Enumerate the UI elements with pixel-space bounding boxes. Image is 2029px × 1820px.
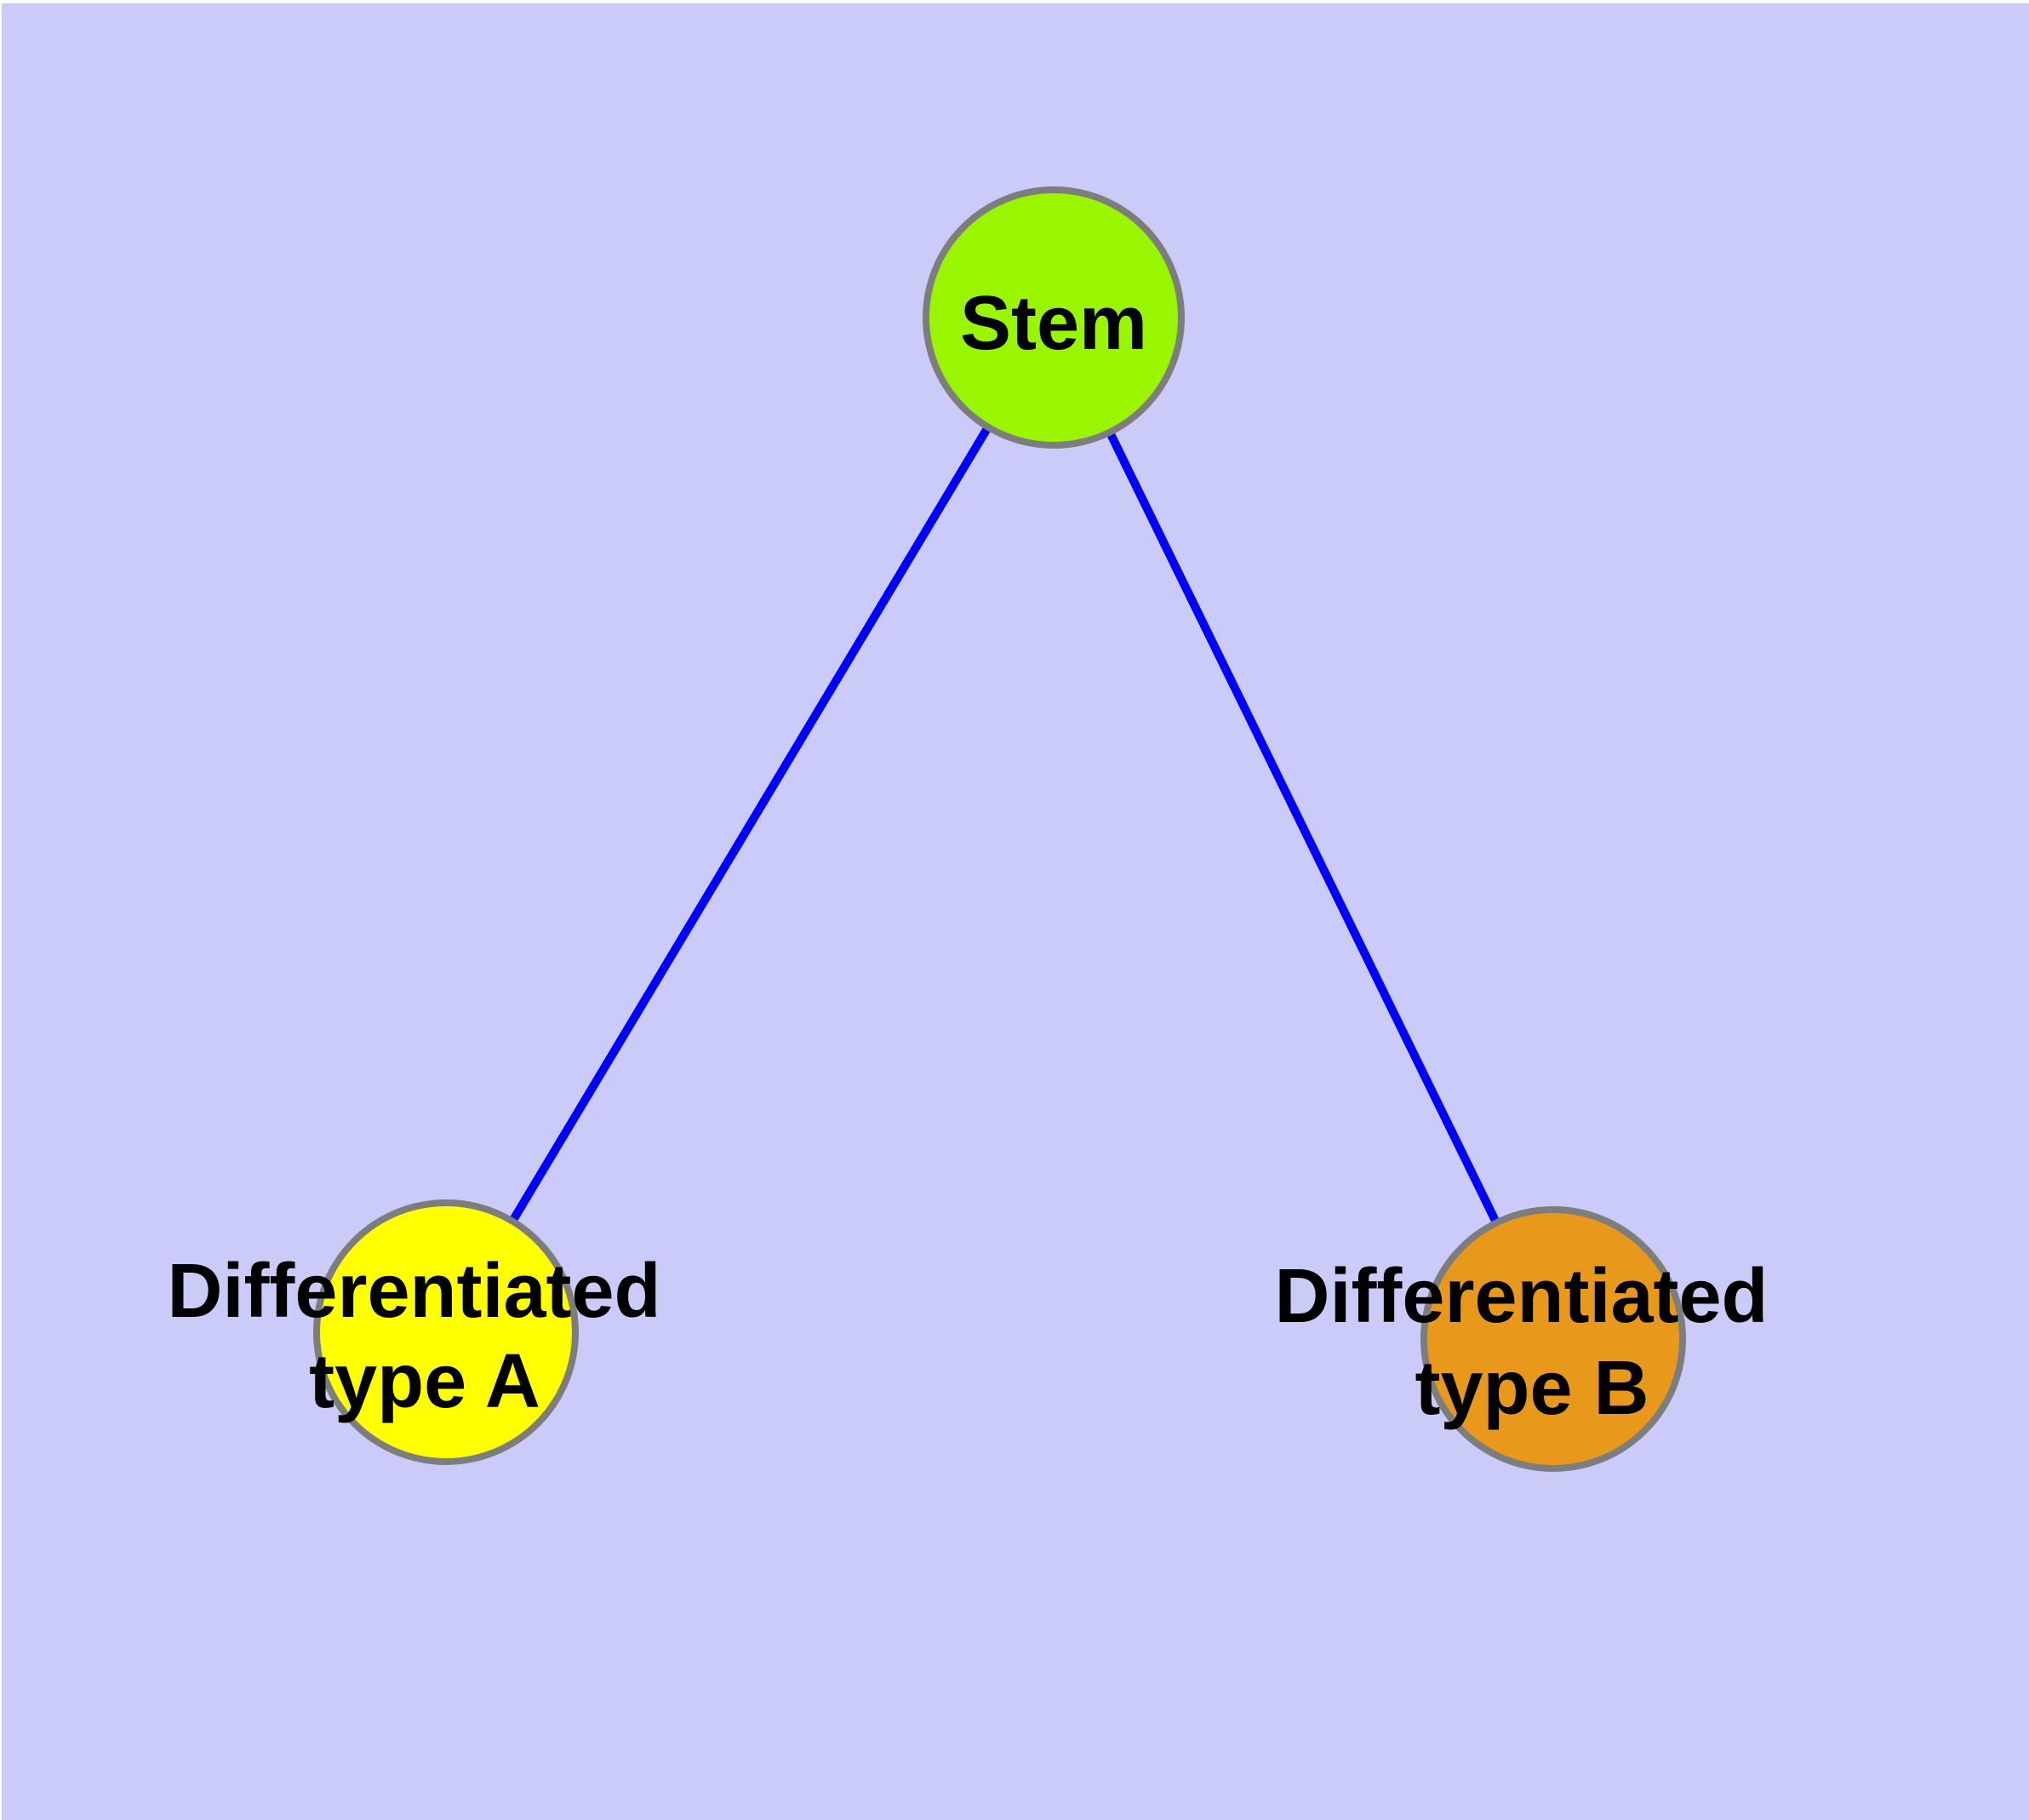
node-type-a-label: Differentiated type A bbox=[167, 1249, 682, 1424]
node-stem bbox=[923, 186, 1185, 449]
left-margin-strip bbox=[0, 0, 2, 1820]
edge-stem-to-type-a bbox=[442, 315, 1058, 1335]
node-type-b-label-line2: type B bbox=[1415, 1346, 1649, 1431]
node-type-a-label-line2: type A bbox=[309, 1339, 540, 1424]
node-stem-label: Stem bbox=[960, 281, 1147, 366]
node-type-b-label: Differentiated type B bbox=[1274, 1254, 1789, 1431]
node-type-a-label-line1: Differentiated bbox=[167, 1249, 660, 1334]
top-margin-strip bbox=[0, 0, 2029, 3]
edge-stem-to-type-b bbox=[1049, 315, 1557, 1342]
node-differentiated-type-a bbox=[313, 1199, 579, 1465]
node-differentiated-type-b bbox=[1420, 1206, 1686, 1472]
node-type-b-label-line1: Differentiated bbox=[1274, 1254, 1768, 1339]
